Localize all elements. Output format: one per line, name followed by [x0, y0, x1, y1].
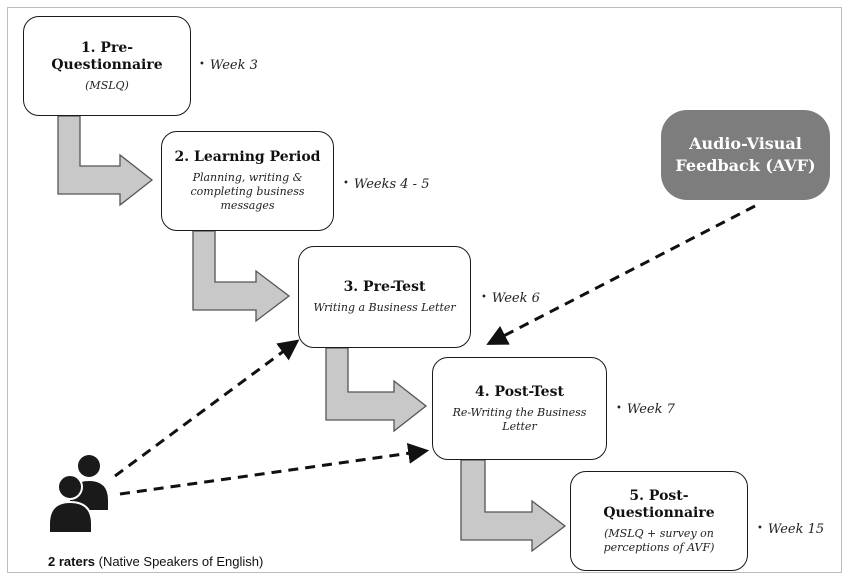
step-4-title: 4. Post-Test — [475, 383, 564, 400]
raters-label: 2 raters (Native Speakers of English) — [48, 554, 263, 569]
step-2-box: 2. Learning Period Planning, writing & c… — [161, 131, 334, 231]
diagram-frame — [7, 7, 842, 573]
step-5-week: •Week 15 — [757, 522, 825, 537]
step-4-box: 4. Post-Test Re-Writing the Business Let… — [432, 357, 607, 460]
step-2-subtitle: Planning, writing & completing business … — [190, 171, 305, 212]
step-5-box: 5. Post-Questionnaire (MSLQ + survey on … — [570, 471, 748, 571]
step-1-week: •Week 3 — [199, 58, 258, 73]
step-5-subtitle: (MSLQ + survey on perceptions of AVF) — [603, 526, 715, 554]
dashed-arrow-raters-to-posttest — [119, 442, 430, 496]
step-1-subtitle: (MSLQ) — [85, 78, 129, 92]
step-1-title: 1. Pre-Questionnaire — [51, 39, 163, 73]
dashed-arrow-avf-to-posttest — [486, 204, 756, 345]
step-2-week: •Weeks 4 - 5 — [343, 177, 430, 192]
step-2-title: 2. Learning Period — [174, 149, 321, 165]
avf-box: Audio-Visual Feedback (AVF) — [661, 110, 830, 200]
step-5-title: 5. Post-Questionnaire — [603, 487, 715, 521]
step-4-subtitle: Re-Writing the Business Letter — [452, 405, 587, 433]
block-arrow-3-4 — [325, 347, 428, 433]
bullet-icon: • — [199, 59, 205, 70]
step-4-week: •Week 7 — [616, 402, 675, 417]
raters-count: 2 raters — [48, 554, 95, 569]
block-arrow-4-5 — [460, 459, 567, 553]
step-3-title: 3. Pre-Test — [343, 279, 426, 295]
step-3-subtitle: Writing a Business Letter — [313, 301, 456, 314]
people-icon — [48, 455, 108, 534]
bullet-icon: • — [616, 403, 622, 414]
block-arrow-1-2 — [57, 115, 154, 207]
step-3-box: 3. Pre-Test Writing a Business Letter — [298, 246, 471, 348]
step-1-box: 1. Pre-Questionnaire (MSLQ) — [23, 16, 191, 116]
avf-label: Audio-Visual Feedback (AVF) — [675, 134, 816, 175]
bullet-icon: • — [757, 523, 763, 534]
dashed-arrow-raters-to-pretest — [114, 339, 300, 478]
step-3-week: •Week 6 — [481, 291, 540, 306]
raters-detail: (Native Speakers of English) — [98, 554, 264, 569]
bullet-icon: • — [481, 292, 487, 303]
bullet-icon: • — [343, 178, 349, 189]
block-arrow-2-3 — [192, 230, 291, 323]
